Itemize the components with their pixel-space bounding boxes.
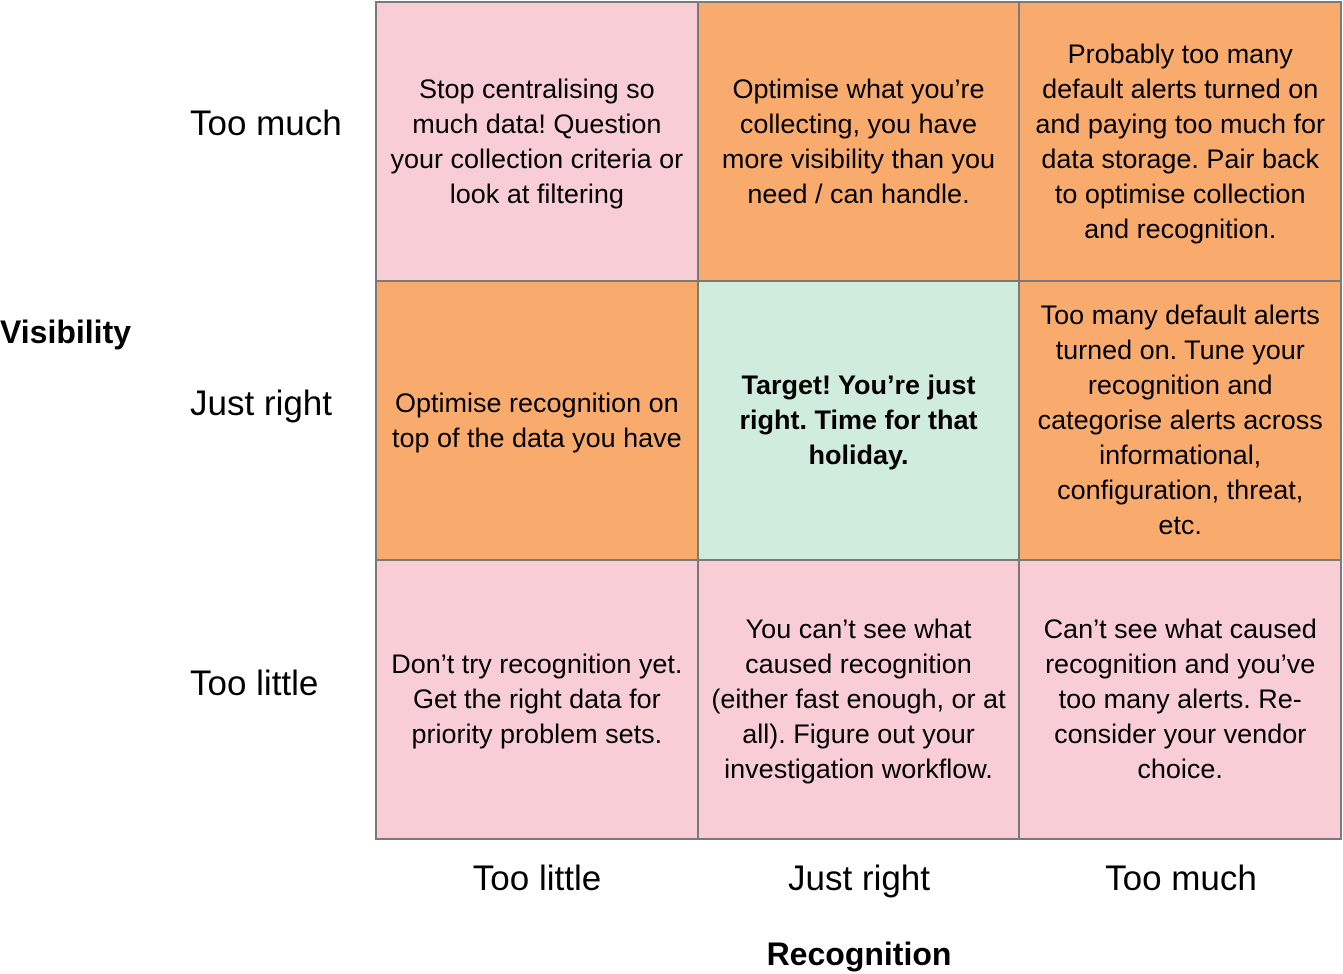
matrix-cell: Can’t see what caused recognition and yo… [1020,561,1342,840]
cell-text: You can’t see what caused recognition (e… [711,614,1006,784]
cell-text: Optimise recognition on top of the data … [391,387,682,453]
row-label-too-little: Too little [190,664,319,703]
matrix-cell: Stop centralising so much data! Question… [377,3,699,282]
column-label-just-right: Just right [788,859,930,898]
row-label-just-right: Just right [190,384,332,423]
matrix-cell: Optimise what you’re collecting, you hav… [698,3,1021,282]
target-cell: Target! You’re just right. Time for that… [698,282,1021,561]
cell-text: Stop centralising so much data! Question… [390,73,684,209]
matrix-grid: Stop centralising so much data! Question… [375,1,1342,840]
cell-text: Optimise what you’re collecting, you hav… [721,73,996,209]
column-label-too-much: Too much [1105,859,1257,898]
matrix-cell: Too many default alerts turned on. Tune … [1020,282,1342,561]
cell-text: Too many default alerts turned on. Tune … [1037,300,1323,540]
y-axis-title: Visibility [0,314,132,350]
matrix-cell: Don’t try recognition yet. Get the right… [377,561,699,840]
cell-text: Probably too many default alerts turned … [1035,38,1325,244]
matrix-cell: You can’t see what caused recognition (e… [698,561,1021,840]
cell-text: Target! You’re just right. Time for that… [739,370,978,470]
row-label-too-much: Too much [190,104,342,143]
column-label-too-little: Too little [472,859,602,898]
cell-text: Can’t see what caused recognition and yo… [1043,614,1317,784]
matrix-cell: Probably too many default alerts turned … [1020,3,1342,282]
cell-text: Don’t try recognition yet. Get the right… [391,649,683,749]
matrix-cell: Optimise recognition on top of the data … [377,282,699,561]
x-axis-title: Recognition [766,936,952,972]
